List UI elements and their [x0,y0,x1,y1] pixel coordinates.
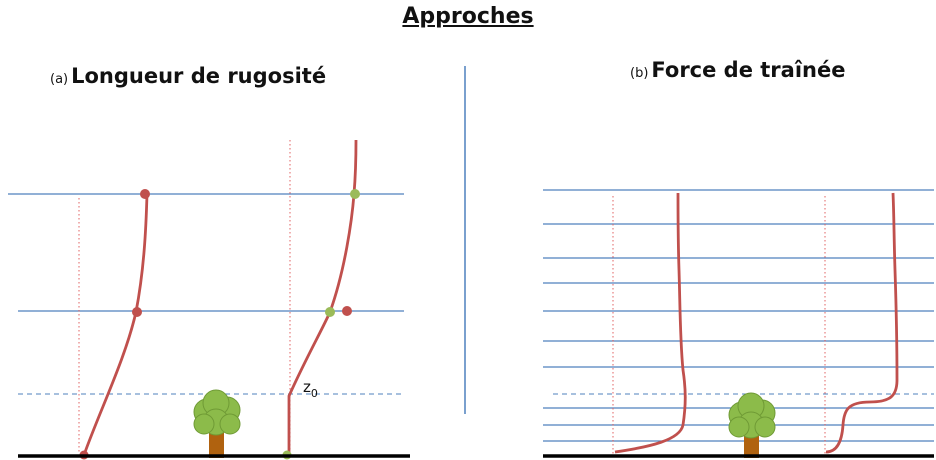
red-dot-upper-left [140,189,150,199]
tree-icon [728,392,776,458]
panel-a-diagram: z0 [8,139,410,460]
panel-a-title-text: Longueur de rugosité [71,64,327,88]
panel-a-tag: (a) [50,72,69,87]
drag-profile-left [614,192,687,454]
tree-icon [193,389,241,458]
panel-b-title: (b)Force de traînée [630,58,845,82]
level-lines-b [543,189,934,442]
red-dot-middle-right [342,306,352,316]
panel-b-diagram [543,189,934,458]
red-dot-middle-left [132,307,142,317]
drag-profile-right [825,192,899,454]
wind-profile-left [82,193,149,456]
z0-label: z0 [303,378,318,400]
wind-profile-right [287,139,358,455]
page-title: Approches [402,4,534,29]
panel-b-title-text: Force de traînée [651,58,846,82]
panel-a-title: (a)Longueur de rugosité [50,64,326,88]
green-dot-upper-right [350,189,360,199]
green-dot-middle-right [325,307,335,317]
panel-b-tag: (b) [630,66,649,81]
